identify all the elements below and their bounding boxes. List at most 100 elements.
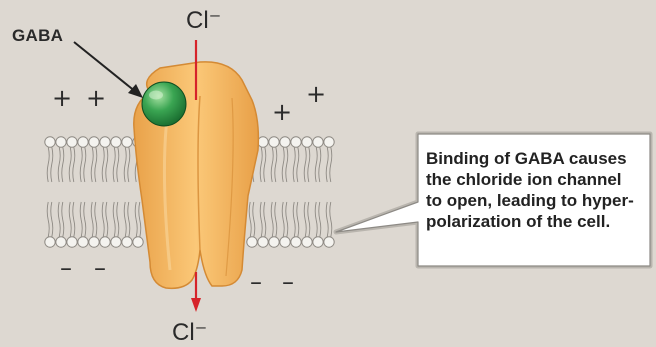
lipid-head (56, 137, 66, 147)
lipid-head (133, 237, 143, 247)
lipid-head (258, 137, 268, 147)
lipid-head (111, 237, 121, 247)
positive-charge: + (52, 86, 72, 110)
lipid-tail (286, 202, 288, 237)
lipid-tail (84, 202, 86, 237)
lipid-tail (113, 202, 115, 237)
lipid-tail (124, 147, 126, 182)
lipid-tail (73, 147, 75, 182)
lipid-tail (84, 147, 86, 182)
lipid-tail (117, 147, 119, 182)
gaba-pointer-arrow (74, 42, 143, 98)
lipid-head (67, 137, 77, 147)
lipid-tail (282, 147, 284, 182)
lipid-head (324, 137, 334, 147)
lipid-tail (330, 147, 332, 182)
gaba-label: GABA (12, 26, 63, 46)
positive-charge: + (86, 86, 106, 110)
lipid-tail (297, 147, 299, 182)
lipid-head (78, 137, 88, 147)
lipid-head (100, 237, 110, 247)
lipid-tail (69, 202, 71, 237)
lipid-tail (135, 202, 137, 237)
lipid-tail (80, 147, 82, 182)
lipid-tail (113, 147, 115, 182)
lipid-tail (304, 202, 306, 237)
lipid-head (324, 237, 334, 247)
lipid-tail (62, 147, 64, 182)
lipid-tail (330, 202, 332, 237)
lipid-head (122, 237, 132, 247)
lipid-tail (124, 202, 126, 237)
lipid-head (291, 237, 301, 247)
lipid-tail (319, 202, 321, 237)
positive-charge: + (306, 82, 326, 106)
lipid-tail (308, 202, 310, 237)
lipid-tail (264, 147, 266, 182)
lipid-tail (275, 147, 277, 182)
lipid-tail (106, 202, 108, 237)
lipid-head (269, 137, 279, 147)
lipid-tail (69, 147, 71, 182)
lipid-tail (73, 202, 75, 237)
lipid-tail (102, 202, 104, 237)
lipid-tail (80, 202, 82, 237)
lipid-tail (282, 202, 284, 237)
negative-charge: – (94, 256, 106, 280)
lipid-head (313, 237, 323, 247)
lipid-head (280, 137, 290, 147)
lipid-head (45, 137, 55, 147)
callout-line-2: the chloride ion channel (426, 169, 646, 190)
lipid-head (269, 237, 279, 247)
lipid-tail (51, 202, 53, 237)
negative-charge: – (250, 270, 262, 294)
lipid-tail (91, 202, 93, 237)
gaba-molecule (142, 82, 186, 126)
lipid-head (100, 137, 110, 147)
lipid-tail (249, 202, 251, 237)
lipid-tail (260, 147, 262, 182)
lipid-head (313, 137, 323, 147)
lipid-tail (47, 202, 49, 237)
lipid-head (122, 137, 132, 147)
lipid-head (258, 237, 268, 247)
callout-line-4: polarization of the cell. (426, 211, 646, 232)
lipid-tail (271, 147, 273, 182)
chloride-ion-label-bottom: Cl⁻ (172, 318, 207, 347)
membrane-left (45, 137, 143, 247)
membrane-right (247, 137, 334, 247)
lipid-tail (271, 202, 273, 237)
lipid-head (45, 237, 55, 247)
chloride-ion-label-top: Cl⁻ (186, 6, 221, 35)
lipid-tail (91, 147, 93, 182)
callout-line-3: to open, leading to hyper- (426, 190, 646, 211)
lipid-tail (106, 147, 108, 182)
lipid-head (302, 137, 312, 147)
lipid-head (302, 237, 312, 247)
lipid-tail (47, 147, 49, 182)
lipid-tail (297, 202, 299, 237)
lipid-tail (319, 147, 321, 182)
negative-charge: – (60, 256, 72, 280)
positive-charge: + (272, 100, 292, 124)
lipid-head (247, 237, 257, 247)
lipid-tail (58, 202, 60, 237)
lipid-tail (260, 202, 262, 237)
lipid-tail (128, 147, 130, 182)
lipid-tail (293, 202, 295, 237)
lipid-tail (139, 202, 141, 237)
lipid-tail (315, 147, 317, 182)
callout-text: Binding of GABA causes the chloride ion … (426, 148, 646, 232)
lipid-tail (102, 147, 104, 182)
lipid-head (280, 237, 290, 247)
lipid-tail (304, 147, 306, 182)
lipid-tail (253, 202, 255, 237)
lipid-head (111, 137, 121, 147)
lipid-tail (95, 202, 97, 237)
lipid-tail (51, 147, 53, 182)
lipid-head (89, 137, 99, 147)
lipid-head (291, 137, 301, 147)
lipid-tail (264, 202, 266, 237)
lipid-tail (286, 147, 288, 182)
negative-charge: – (282, 270, 294, 294)
